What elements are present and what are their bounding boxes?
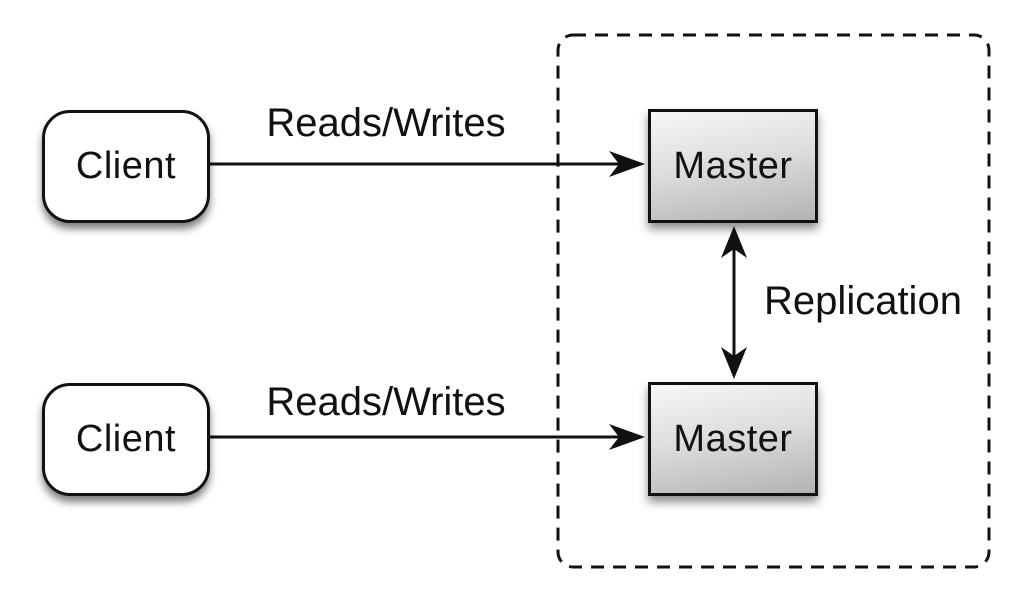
replication-boundary-dashed-box <box>556 33 991 569</box>
node-master-top: Master <box>648 109 818 223</box>
arrow-bottom-head-icon <box>609 424 645 450</box>
node-master-bottom-label: Master <box>673 417 793 460</box>
node-client-bottom: Client <box>42 383 210 496</box>
arrow-replication-down-head-icon <box>721 347 747 379</box>
edge-label-replication: Replication <box>764 279 962 323</box>
node-client-top-label: Client <box>75 145 177 187</box>
node-master-bottom: Master <box>648 382 818 496</box>
arrow-top-head-icon <box>609 151 645 177</box>
arrow-replication-up-head-icon <box>721 226 747 258</box>
node-master-top-label: Master <box>673 144 793 187</box>
edge-label-reads-writes-top: Reads/Writes <box>266 101 506 145</box>
node-client-bottom-label: Client <box>75 418 177 460</box>
edge-label-reads-writes-bottom: Reads/Writes <box>266 380 506 424</box>
node-client-top: Client <box>42 110 210 223</box>
